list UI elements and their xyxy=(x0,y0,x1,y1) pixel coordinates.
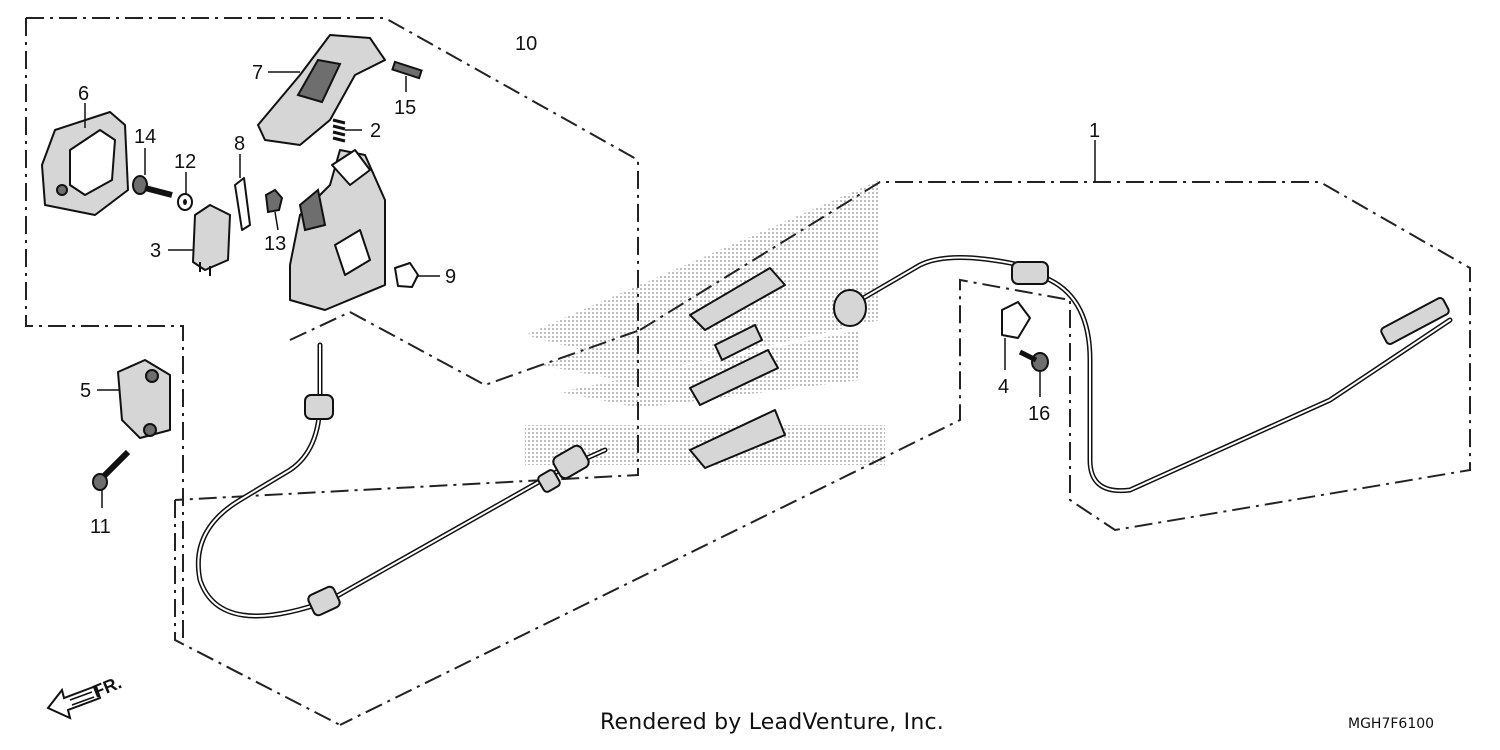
part-9-clip xyxy=(394,262,419,288)
left-cable xyxy=(195,342,608,619)
part-11-bolt xyxy=(92,449,131,491)
callout-12: 12 xyxy=(174,151,196,173)
part-2-spring xyxy=(332,118,346,143)
part-12-washer xyxy=(177,193,193,211)
callout-4: 4 xyxy=(998,376,1009,398)
part-5-bracket xyxy=(117,359,171,439)
part-8-plate xyxy=(234,177,251,231)
render-credit: Rendered by LeadVenture, Inc. xyxy=(600,710,944,735)
callout-2: 2 xyxy=(370,120,381,142)
direction-label: FR. xyxy=(90,672,124,701)
callout-5: 5 xyxy=(80,380,91,402)
leader-lines xyxy=(84,71,1096,508)
callout-16: 16 xyxy=(1028,403,1050,425)
callout-1: 1 xyxy=(1089,120,1100,142)
callout-labels: 1 2 3 4 5 6 7 8 9 10 11 12 13 14 15 16 xyxy=(78,33,1100,538)
right-cable xyxy=(833,255,1453,494)
lever-assembly-body xyxy=(289,149,386,311)
part-7-lever-cover xyxy=(257,34,386,146)
callout-11: 11 xyxy=(90,516,111,538)
part-3-switch xyxy=(192,204,231,276)
part-13-nut xyxy=(264,188,284,214)
callout-15: 15 xyxy=(394,97,416,119)
center-cable-clips xyxy=(689,267,786,469)
part-15-pin xyxy=(391,60,423,80)
part-14-bolt xyxy=(132,175,173,198)
callout-7: 7 xyxy=(252,62,263,84)
group-outline-cable xyxy=(174,181,1471,726)
callout-9: 9 xyxy=(445,266,456,288)
callout-10: 10 xyxy=(515,33,537,55)
callout-6: 6 xyxy=(78,83,89,105)
callout-13: 13 xyxy=(264,233,286,255)
part-16-bolt xyxy=(1018,349,1049,372)
part-6-lever-housing xyxy=(41,111,129,216)
front-direction-arrow: FR. xyxy=(46,672,124,720)
callout-14: 14 xyxy=(134,126,156,148)
callout-8: 8 xyxy=(234,133,245,155)
part-4-clamp xyxy=(1001,301,1031,339)
diagram-code: MGH7F6100 xyxy=(1348,716,1435,732)
group-outline-10 xyxy=(25,17,641,640)
callout-3: 3 xyxy=(150,240,161,262)
